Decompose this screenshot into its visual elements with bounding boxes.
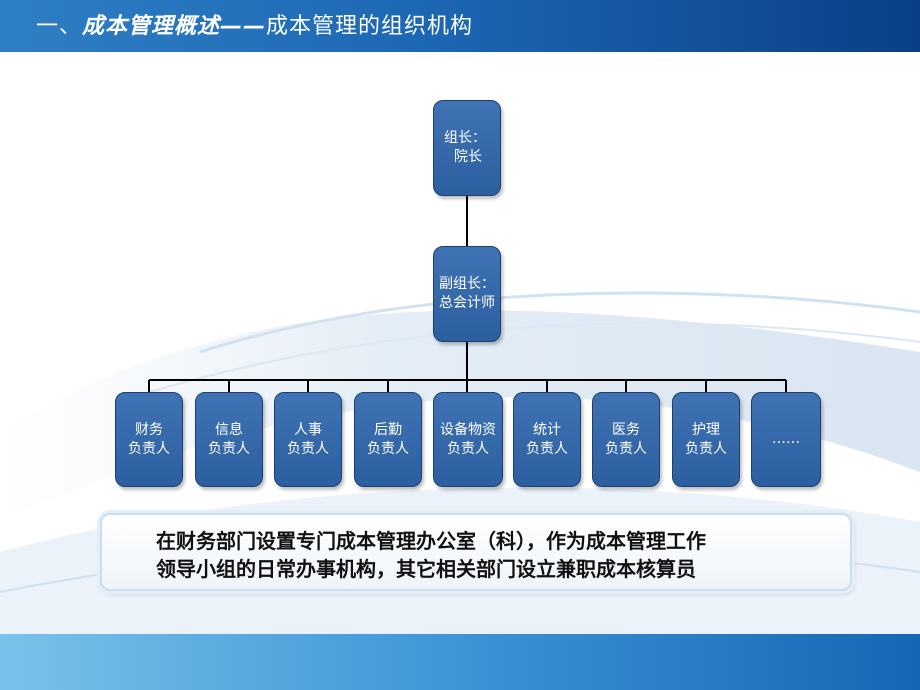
- node-member-statistics: 统计 负责人: [513, 392, 581, 487]
- node-member-information: 信息 负责人: [195, 392, 263, 487]
- node-member-personnel: 人事 负责人: [274, 392, 342, 487]
- note-box: 在财务部门设置专门成本管理办公室（科），作为成本管理工作 领导小组的日常办事机构…: [100, 513, 852, 591]
- title-bar: 一、成本管理概述——成本管理的组织机构: [0, 0, 920, 52]
- note-line-1: 在财务部门设置专门成本管理办公室（科），作为成本管理工作: [156, 529, 706, 553]
- node-member-line1: 护理: [692, 421, 720, 438]
- node-deputy: 副组长： 总会计师: [433, 246, 501, 342]
- node-member-line1: 统计: [533, 421, 561, 438]
- node-member-equipment: 设备物资 负责人: [433, 392, 503, 487]
- node-leader: 组长： 院长: [433, 100, 501, 196]
- node-member-line1: 财务: [135, 421, 163, 438]
- node-member-line2: 负责人: [287, 440, 329, 457]
- node-member-logistics: 后勤 负责人: [354, 392, 422, 487]
- node-member-more: ……: [751, 392, 821, 487]
- node-leader-line1: 组长：: [444, 130, 486, 146]
- title-prefix: 一、: [36, 14, 83, 39]
- node-member-line2: 负责人: [605, 440, 647, 457]
- node-leader-line2: 院长: [454, 149, 482, 165]
- bottom-band: [0, 634, 920, 690]
- title-section: 成本管理概述——: [82, 14, 267, 39]
- node-member-line1: 信息: [215, 421, 243, 438]
- node-member-line1: 人事: [294, 421, 322, 438]
- node-member-line1: 后勤: [374, 421, 402, 438]
- node-deputy-line1: 副组长：: [439, 276, 495, 292]
- node-member-line2: 负责人: [367, 440, 409, 457]
- node-member-line2: 负责人: [447, 440, 489, 457]
- node-member-line2: 负责人: [128, 440, 170, 457]
- node-member-line1: 医务: [612, 421, 640, 438]
- slide-title: 一、成本管理概述——成本管理的组织机构: [36, 8, 473, 40]
- node-deputy-line2: 总会计师: [439, 295, 495, 311]
- note-line-2: 领导小组的日常办事机构，其它相关部门设立兼职成本核算员: [156, 557, 696, 581]
- node-member-line2: 负责人: [208, 440, 250, 457]
- node-member-line1: ……: [772, 431, 800, 447]
- node-member-medical: 医务 负责人: [592, 392, 660, 487]
- node-member-line1: 设备物资: [440, 421, 496, 438]
- node-member-finance: 财务 负责人: [115, 392, 183, 487]
- node-member-line2: 负责人: [685, 440, 727, 457]
- title-subtitle: 成本管理的组织机构: [266, 14, 474, 39]
- node-member-nursing: 护理 负责人: [672, 392, 740, 487]
- node-member-line2: 负责人: [526, 440, 568, 457]
